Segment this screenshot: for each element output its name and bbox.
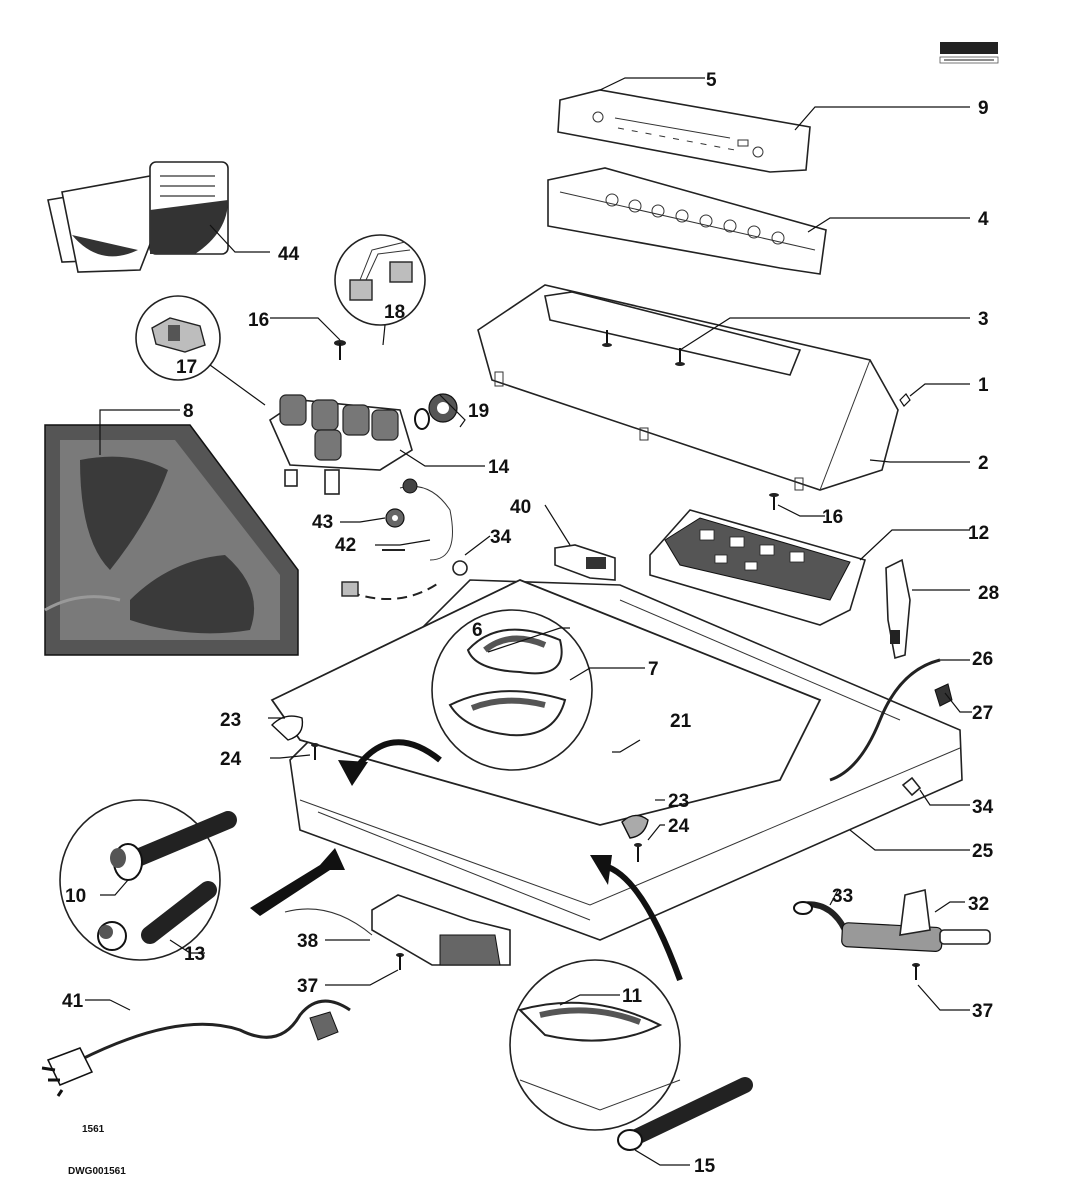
callout-41: 41 bbox=[62, 991, 84, 1012]
callout-37: 37 bbox=[297, 976, 318, 997]
leader-lines bbox=[85, 77, 972, 1166]
callout-13: 13 bbox=[184, 944, 205, 965]
callout-labels: 5 9 4 44 18 16 3 17 1 8 19 2 14 16 43 40… bbox=[62, 70, 999, 1177]
brand-logo bbox=[939, 42, 999, 64]
part-fill-hose-wiring bbox=[341, 478, 468, 601]
callout-24: 24 bbox=[220, 749, 242, 770]
callout-34: 34 bbox=[490, 527, 512, 548]
arrow-curved bbox=[352, 739, 442, 772]
callout-38: 38 bbox=[297, 931, 318, 952]
part-screw-37b bbox=[912, 963, 920, 980]
part-labels bbox=[47, 161, 229, 273]
callout-16b: 16 bbox=[822, 507, 843, 528]
part-drain-hose bbox=[793, 889, 991, 952]
callout-18: 18 bbox=[384, 302, 405, 323]
callout-3: 3 bbox=[978, 309, 989, 330]
arrow-head-lower bbox=[590, 855, 612, 885]
callout-43: 43 bbox=[312, 512, 333, 533]
part-main-control-board bbox=[649, 509, 866, 626]
callout-2: 2 bbox=[978, 453, 989, 474]
callout-28: 28 bbox=[978, 583, 999, 604]
callout-19: 19 bbox=[468, 401, 489, 422]
part-console-housing bbox=[477, 284, 911, 510]
part-screw-37a bbox=[396, 953, 404, 970]
callout-12: 12 bbox=[968, 523, 989, 544]
part-control-board bbox=[547, 167, 827, 275]
callout-11: 11 bbox=[622, 986, 643, 1007]
part-control-overlay bbox=[557, 89, 811, 173]
callout-14: 14 bbox=[488, 457, 510, 478]
callout-34b: 34 bbox=[972, 797, 994, 818]
callout-25: 25 bbox=[972, 841, 994, 862]
figure-number: 1561 bbox=[82, 1124, 105, 1135]
part-lid-latch bbox=[554, 544, 616, 581]
detail-bleach-cup bbox=[509, 959, 753, 1151]
callout-21: 21 bbox=[670, 711, 692, 732]
part-power-cord bbox=[41, 999, 351, 1097]
callout-16: 16 bbox=[248, 310, 269, 331]
callout-44: 44 bbox=[278, 244, 300, 265]
callout-8: 8 bbox=[183, 401, 194, 422]
part-pressure-switch bbox=[284, 894, 511, 966]
callout-24b: 24 bbox=[668, 816, 690, 837]
part-bumpers bbox=[270, 715, 649, 862]
callout-23: 23 bbox=[220, 710, 241, 731]
detail-valve-connector bbox=[135, 295, 221, 381]
callout-32: 32 bbox=[968, 894, 989, 915]
callout-9: 9 bbox=[978, 98, 989, 119]
callout-40: 40 bbox=[510, 497, 531, 518]
detail-wiring-connectors bbox=[334, 234, 426, 326]
part-grommet bbox=[901, 776, 922, 797]
detail-drain-hoses bbox=[59, 799, 237, 961]
part-clip bbox=[934, 683, 953, 707]
callout-42: 42 bbox=[335, 535, 356, 556]
callout-6: 6 bbox=[472, 620, 483, 641]
callout-17: 17 bbox=[176, 357, 197, 378]
part-screw bbox=[334, 340, 346, 360]
photo-inset-tub-ring bbox=[44, 424, 299, 656]
callout-5: 5 bbox=[706, 70, 717, 91]
part-hose bbox=[829, 658, 941, 782]
arrow-hose-direction bbox=[250, 848, 345, 916]
detail-dispenser-ring bbox=[431, 609, 593, 771]
callout-10: 10 bbox=[65, 886, 86, 907]
callout-15: 15 bbox=[694, 1156, 716, 1177]
callout-37b: 37 bbox=[972, 1001, 993, 1022]
callout-7: 7 bbox=[648, 659, 659, 680]
callout-1: 1 bbox=[978, 375, 989, 396]
callout-27: 27 bbox=[972, 703, 993, 724]
callout-33: 33 bbox=[832, 886, 853, 907]
callout-23b: 23 bbox=[668, 791, 689, 812]
callout-4: 4 bbox=[978, 209, 989, 230]
part-water-valve bbox=[268, 394, 413, 495]
part-bracket bbox=[885, 558, 911, 660]
arrow-head bbox=[338, 760, 368, 786]
callout-26: 26 bbox=[972, 649, 993, 670]
part-coupling bbox=[414, 393, 458, 430]
drawing-code: DWG001561 bbox=[68, 1166, 126, 1177]
